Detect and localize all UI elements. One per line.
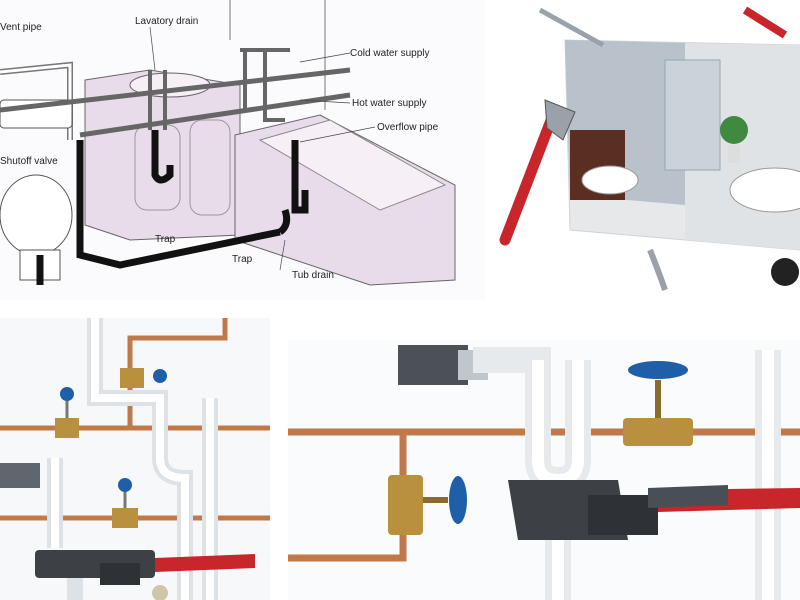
valve-icon	[388, 475, 467, 535]
plant-icon	[720, 116, 748, 163]
tool-handle-icon	[771, 258, 799, 286]
bathroom-illustration	[499, 6, 800, 291]
label-overflow-pipe: Overflow pipe	[377, 122, 439, 133]
drain-plug	[152, 585, 168, 600]
label-trap-sink: Trap	[155, 234, 176, 245]
pliers-icon	[742, 6, 788, 39]
toilet-icon	[0, 99, 73, 281]
cold-water-supply-pipe	[0, 67, 351, 113]
copper-pipe-branch	[288, 432, 407, 562]
dark-connector	[398, 345, 468, 385]
shower-cabin	[664, 59, 721, 171]
bathroom-photo-panel	[485, 0, 800, 300]
valve-icon	[112, 478, 138, 528]
label-tub-drain: Tub drain	[292, 270, 334, 281]
sink-icon	[729, 167, 800, 213]
wrench-tail-icon	[647, 248, 668, 291]
pipes-valves-panel-right	[288, 340, 800, 600]
valve-icon	[623, 361, 693, 446]
label-shutoff-valve: Shutoff valve	[0, 156, 58, 167]
label-cold-water-supply: Cold water supply	[350, 48, 429, 59]
hot-water-supply-pipe	[79, 92, 351, 138]
pipes-right-drawing	[288, 345, 800, 600]
gray-pipe	[0, 463, 40, 488]
pipes-left-drawing	[0, 318, 270, 600]
label-vent-pipe: Vent pipe	[0, 22, 42, 33]
label-trap-floor: Trap	[232, 254, 253, 265]
drain-pipes	[36, 130, 309, 285]
pipe-wrench-icon	[35, 550, 255, 585]
diagram-drawing: Vent pipe Lavatory drain Cold water supp…	[0, 0, 456, 286]
label-lavatory-drain: Lavatory drain	[135, 16, 198, 27]
valve-icon	[55, 387, 79, 438]
pipe-wrench-icon	[499, 99, 576, 246]
screwdriver-icon	[538, 7, 605, 48]
pipes-valves-panel-left	[0, 318, 270, 600]
valve-icon	[120, 368, 167, 388]
bathtub-icon	[234, 114, 456, 286]
pipe-wrench-icon	[508, 480, 800, 540]
pvc-trap	[473, 347, 781, 600]
copper-pipes	[0, 318, 270, 521]
faucet-risers	[148, 48, 290, 130]
toilet-icon	[581, 165, 639, 195]
pvc-trap-highlight	[532, 350, 774, 600]
plumbing-diagram: Vent pipe Lavatory drain Cold water supp…	[0, 0, 485, 300]
label-leaders	[149, 26, 376, 271]
label-hot-water-supply: Hot water supply	[352, 98, 426, 109]
